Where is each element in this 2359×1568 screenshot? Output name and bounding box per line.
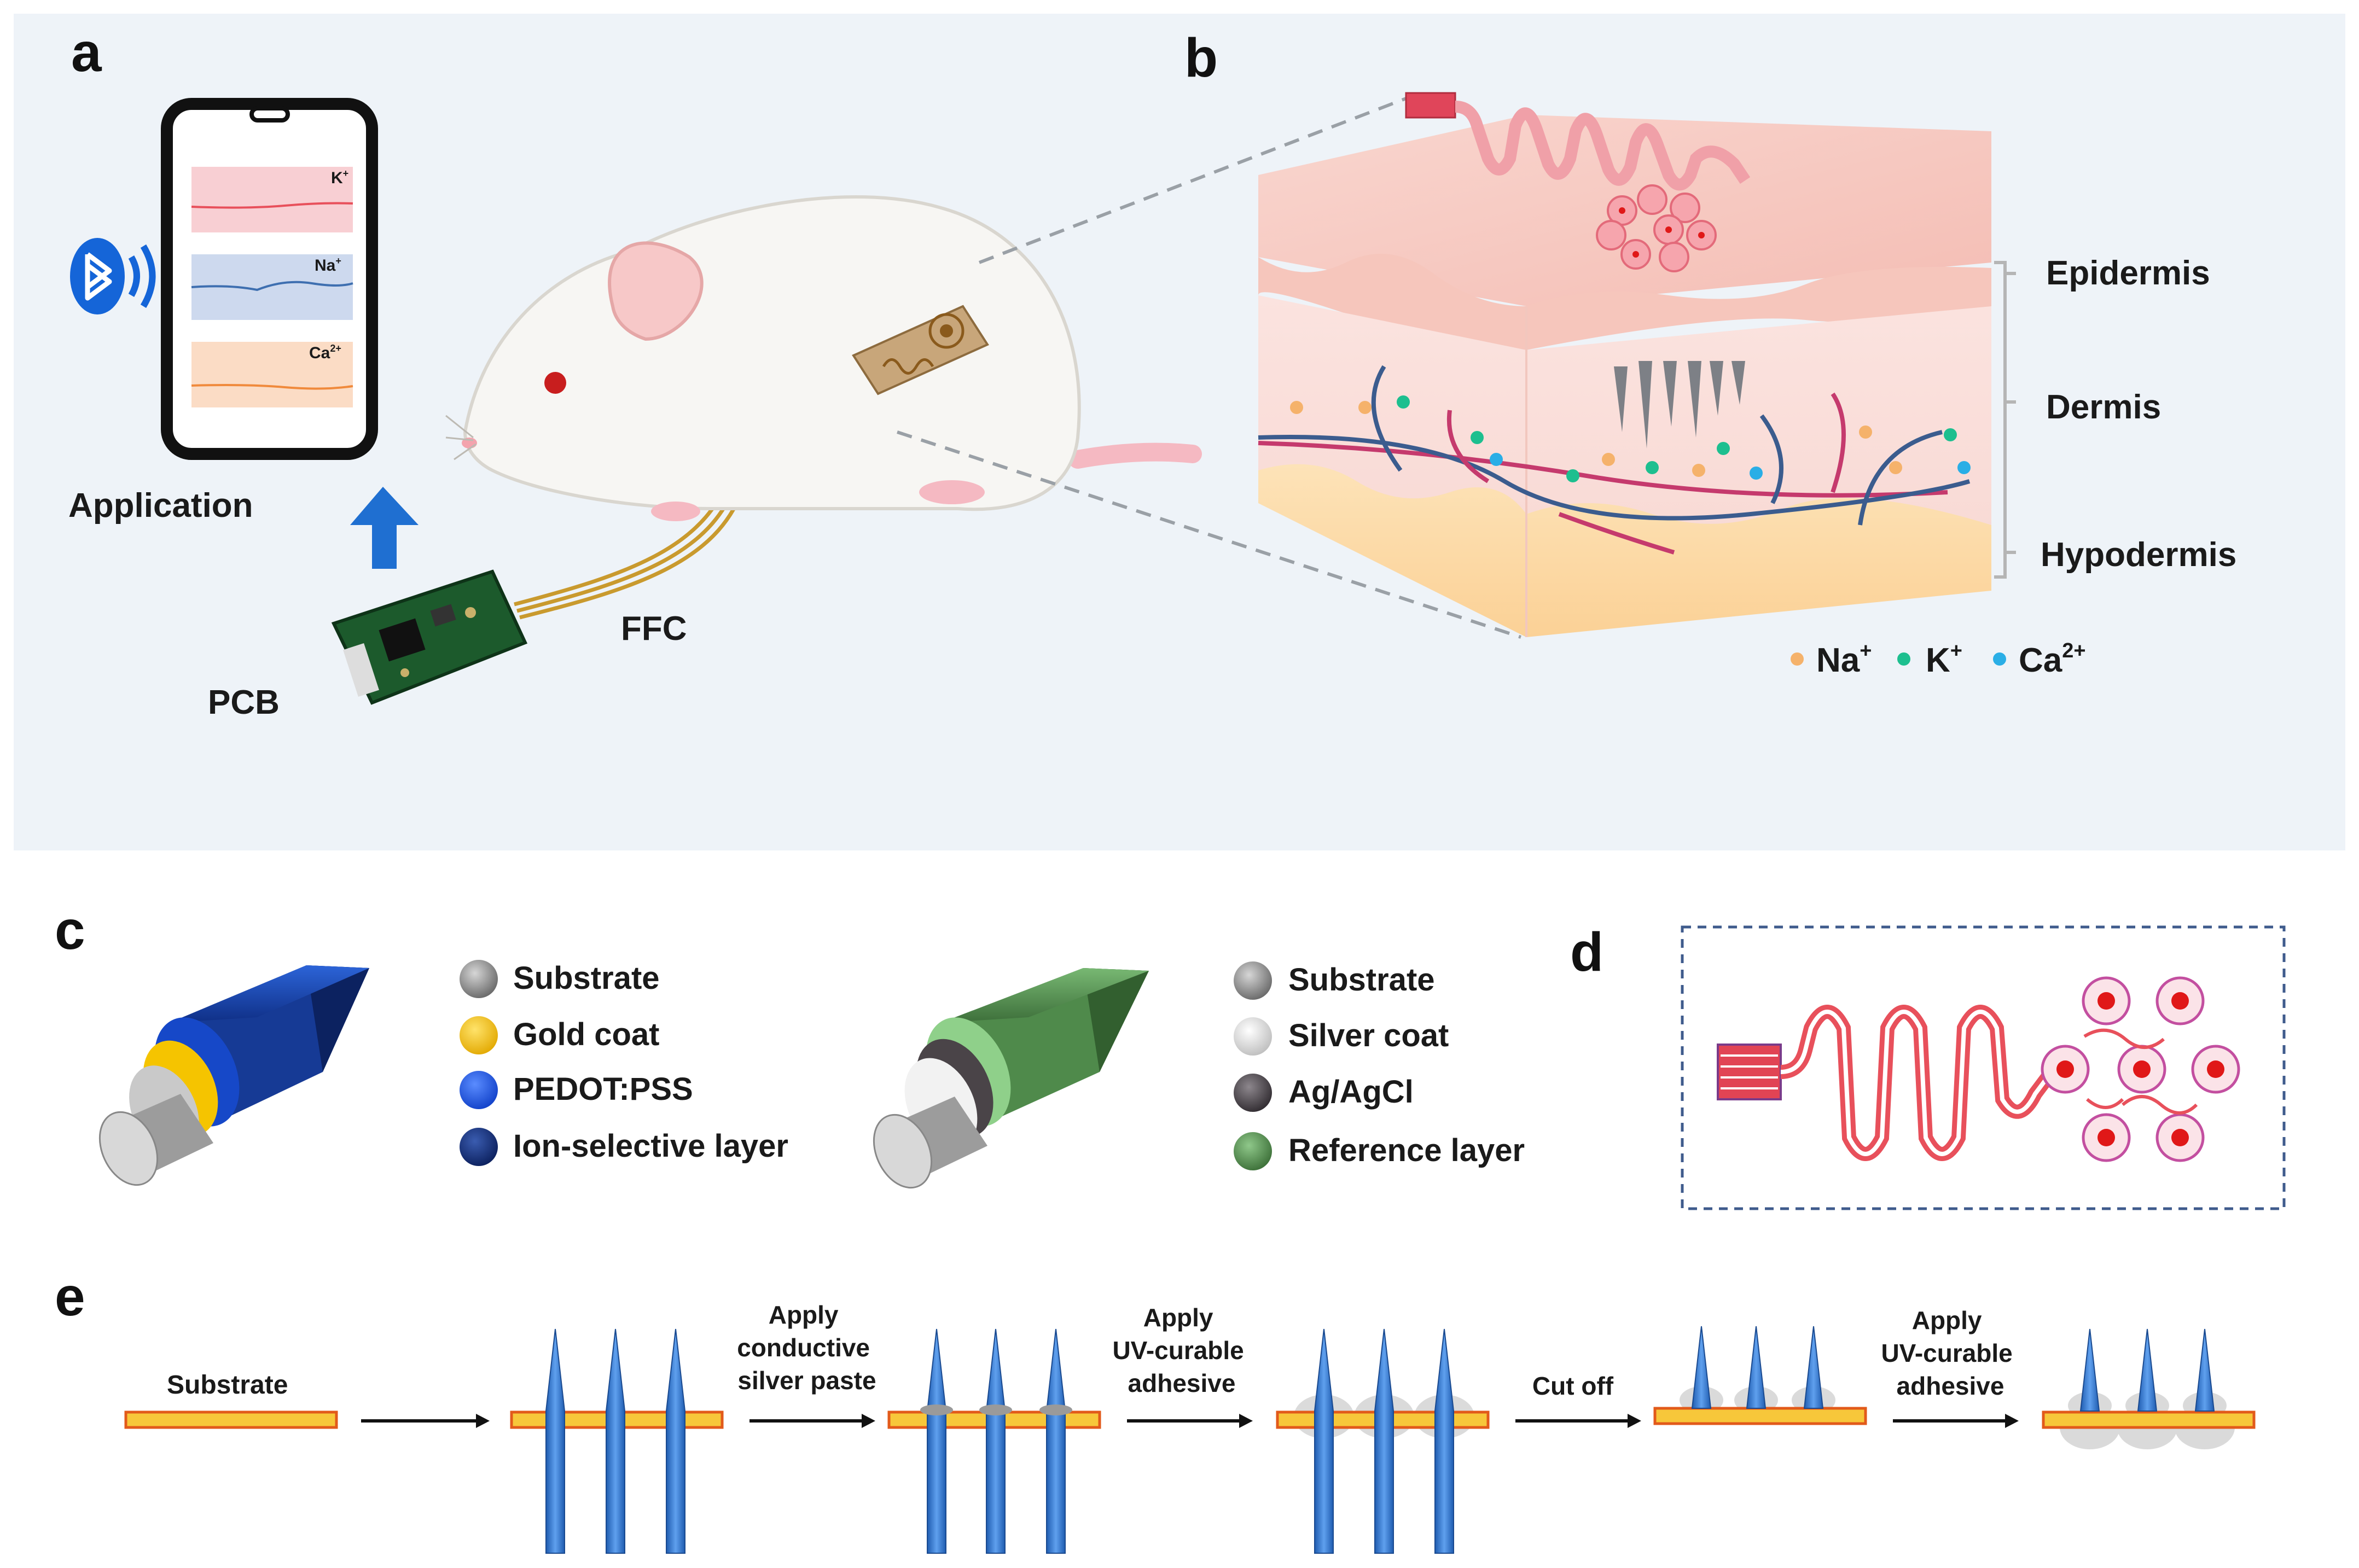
skin-sensor: [1405, 92, 1751, 272]
ref-legend-label-0: Substrate: [1288, 962, 1435, 998]
ion-legend-swatch-k: [1897, 652, 1910, 666]
connector-pad: [1717, 1044, 1782, 1100]
phone-speaker: [249, 106, 290, 123]
layer-label-hypodermis: Hypodermis: [2041, 536, 2236, 574]
rat-illustration: [445, 195, 1202, 521]
ref-legend-label-2: Ag/AgCl: [1288, 1074, 1414, 1110]
layer-label-dermis: Dermis: [2046, 388, 2161, 426]
step-label-3: Apply UV-curable adhesive: [1881, 1306, 2019, 1400]
rat-front-paw: [651, 502, 700, 521]
bluetooth-icon: [70, 238, 156, 314]
ion-legend-ca: Ca2+: [2019, 639, 2086, 679]
process-stage-1: [510, 1328, 724, 1554]
ise-legend-swatch-3: [460, 1128, 498, 1166]
ref-legend-swatch-1: [1234, 1017, 1272, 1056]
process-stage-4: [1653, 1326, 1867, 1425]
epidermis-wave: [1258, 254, 1991, 350]
zoom-line-bottom: [897, 430, 1521, 639]
ffc-label: FFC: [621, 610, 687, 648]
ise-legend-swatch-0: [460, 960, 498, 998]
ion-legend-na: Na+: [1816, 639, 1872, 679]
trace-band-ca: [191, 342, 353, 407]
trace-band-k: [191, 167, 353, 232]
rat-eye: [544, 372, 566, 394]
ion-dots: [1290, 395, 1971, 482]
layer-label-epidermis: Epidermis: [2046, 254, 2210, 292]
layer-bracket: [1994, 261, 2016, 579]
serpentine-interconnect: [1780, 1005, 2085, 1161]
ise-legend-label-2: PEDOT:PSS: [513, 1071, 693, 1107]
step-label-1: Apply UV-curable adhesive: [1112, 1303, 1251, 1397]
zoom-line-top: [978, 97, 1407, 264]
step-label-2: Cut off: [1532, 1372, 1614, 1400]
application-label: Application: [68, 487, 253, 524]
pcb-label: PCB: [208, 684, 280, 721]
panel-letter-e: e: [55, 1266, 85, 1327]
ise-legend-label-1: Gold coat: [513, 1017, 659, 1052]
blood-vessels: [1258, 365, 1971, 555]
ise-legend-label-0: Substrate: [513, 960, 660, 996]
ion-legend-swatch-na: [1791, 652, 1804, 666]
ref-legend-swatch-0: [1234, 961, 1272, 1000]
process-stage-5: [2042, 1328, 2256, 1449]
rat-tail: [1068, 442, 1202, 469]
panel-letter-d: d: [1570, 922, 1603, 983]
ref-legend-swatch-3: [1234, 1132, 1272, 1170]
smartphone: K+ Na+ Ca2+: [161, 98, 378, 460]
ion-selective-electrode: [98, 965, 369, 1186]
rat-whiskers: [445, 415, 477, 461]
ise-legend-label-3: Ion-selective layer: [513, 1128, 788, 1164]
ise-legend-swatch-2: [460, 1071, 498, 1109]
dermis-microneedles: [1614, 361, 1745, 448]
rat-hind-paw: [919, 480, 985, 504]
panel-e: Substrate Apply conductive silver paste: [124, 1301, 2256, 1554]
trace-line-k: [191, 202, 353, 209]
microneedle-patch: [852, 305, 989, 395]
rat-ear: [608, 241, 704, 341]
ise-legend-swatch-1: [460, 1016, 498, 1054]
panel-c: Substrate Gold coat PEDOT:PSS Ion-select…: [98, 960, 1525, 1189]
panel-a: K+ Na+ Ca2+ Application PCB FFC: [68, 97, 1521, 721]
reference-electrode: [873, 968, 1149, 1189]
panel-letter-b: b: [1184, 27, 1218, 89]
panel-d: [1681, 925, 2286, 1210]
electrode-array: [2041, 976, 2240, 1162]
trace-line-na: [191, 281, 353, 292]
ion-legend-k: K+: [1926, 639, 1962, 679]
ion-legend-swatch-ca: [1993, 652, 2006, 666]
reference-legend: Substrate Silver coat Ag/AgCl Reference …: [1234, 961, 1525, 1170]
substrate-step-0: [124, 1410, 338, 1429]
trace-line-ca: [191, 384, 353, 390]
process-stage-2: [887, 1328, 1101, 1554]
pcb-board: [331, 569, 528, 705]
panel-b: Epidermis Dermis Hypodermis Na+ K+ Ca2+: [1258, 92, 2236, 679]
ref-legend-label-1: Silver coat: [1288, 1018, 1449, 1053]
panel-letter-c: c: [55, 900, 85, 961]
ref-legend-label-3: Reference layer: [1288, 1133, 1525, 1168]
substrate-label: Substrate: [167, 1371, 288, 1400]
upload-arrow-icon: [350, 487, 419, 569]
sensor-layout-frame: [1681, 925, 2286, 1210]
ise-legend: Substrate Gold coat PEDOT:PSS Ion-select…: [460, 960, 788, 1166]
ref-legend-swatch-2: [1234, 1074, 1272, 1112]
step-label-0: Apply conductive silver paste: [737, 1301, 877, 1395]
ion-legend: Na+ K+ Ca2+: [1791, 639, 2086, 679]
process-stage-3: [1276, 1328, 1490, 1554]
panel-letter-a: a: [71, 22, 102, 83]
